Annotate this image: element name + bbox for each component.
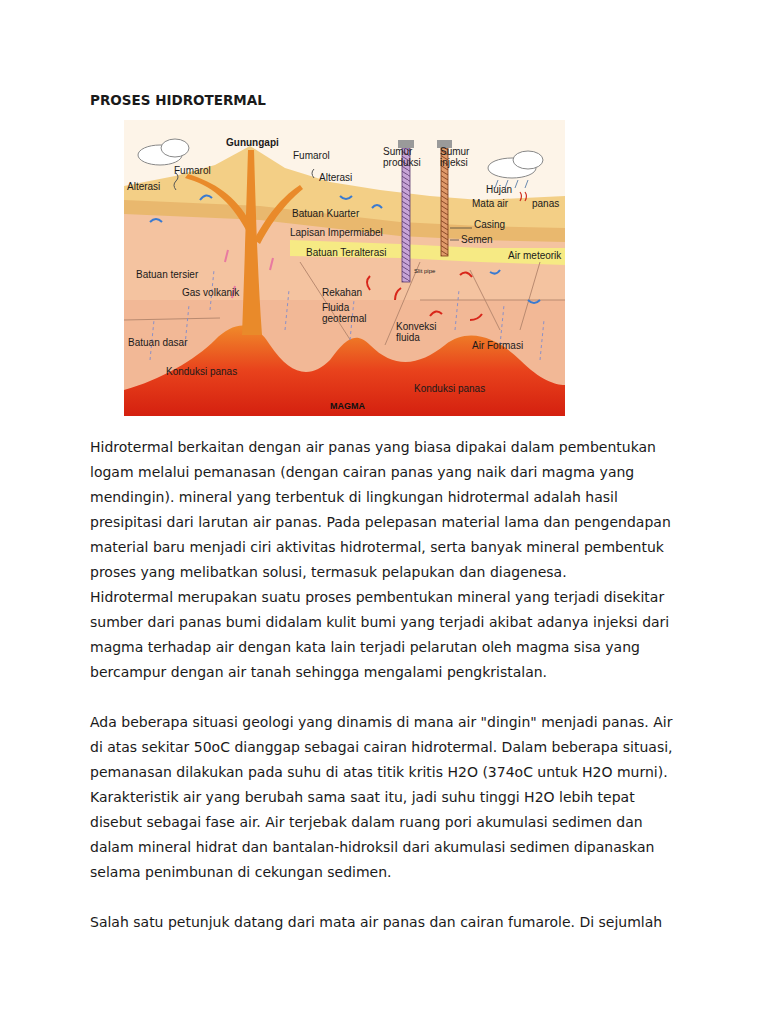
layer-label: Batuan dasar <box>128 337 188 348</box>
fracture-label: Rekahan <box>322 287 362 298</box>
body-paragraph: Salah satu petunjuk datang dari mata air… <box>90 910 680 935</box>
well-label: Sumur injeksi <box>440 146 478 168</box>
well-label: Sumur produksi <box>383 146 425 168</box>
body-paragraph: Hidrotermal berkaitan dengan air panas y… <box>90 435 680 585</box>
fluid-label: Fluida geotermal <box>322 302 370 324</box>
page-title: PROSES HIDROTERMAL <box>90 92 266 108</box>
body-paragraph: Hidrotermal merupakan suatu proses pembe… <box>90 585 680 685</box>
gas-label: Gas volkanik <box>182 287 239 298</box>
water-label: Air meteorik <box>508 250 561 261</box>
layer-label: Batuan tersier <box>136 269 198 280</box>
flow-arrow <box>372 205 382 208</box>
alteration-label: Alterasi <box>319 172 352 183</box>
gas-arrow <box>270 258 273 270</box>
layer-label: Lapisan Impermiabel <box>290 227 383 238</box>
convection-label: Konveksi fluida <box>396 321 444 343</box>
layer-label: Batuan Teralterasi <box>306 247 386 258</box>
flow-arrow <box>395 288 401 300</box>
heat-conduction-line <box>285 290 289 330</box>
casing-label: Casing <box>474 219 505 230</box>
flow-arrow <box>490 270 500 274</box>
conduction-label: Konduksi panas <box>166 366 237 377</box>
heat-conduction-line <box>500 305 504 345</box>
cement-label: Semen <box>461 234 493 245</box>
spring-label: panas <box>532 198 559 209</box>
gas-arrow <box>225 250 228 262</box>
flow-arrow <box>470 314 482 320</box>
fumarole-label: Fumarol <box>293 150 330 161</box>
flow-arrow <box>200 195 212 200</box>
spring-label: Mata air <box>472 198 508 209</box>
body-paragraph: Ada beberapa situasi geologi yang dinami… <box>90 710 680 885</box>
pipe-label: Slit pipe <box>414 268 435 275</box>
heat-conduction-line <box>540 320 544 360</box>
volcano-label: Gunungapi <box>226 137 279 148</box>
layer-label: Batuan Kuarter <box>292 208 359 219</box>
conduction-label: Konduksi panas <box>414 383 485 394</box>
flow-arrow <box>150 219 162 222</box>
alteration-label: Alterasi <box>127 181 160 192</box>
rain-label: Hujan <box>486 184 512 195</box>
water-label: Air Formasi <box>472 340 523 351</box>
heat-conduction-line <box>455 290 459 330</box>
flow-arrow <box>430 311 442 316</box>
flow-arrow <box>528 300 540 303</box>
magma-label: MAGMA <box>330 402 365 412</box>
flow-arrow <box>367 276 370 290</box>
flow-arrow <box>460 272 472 277</box>
flow-arrow <box>340 196 352 199</box>
fumarole-label: Fumarol <box>174 165 211 176</box>
